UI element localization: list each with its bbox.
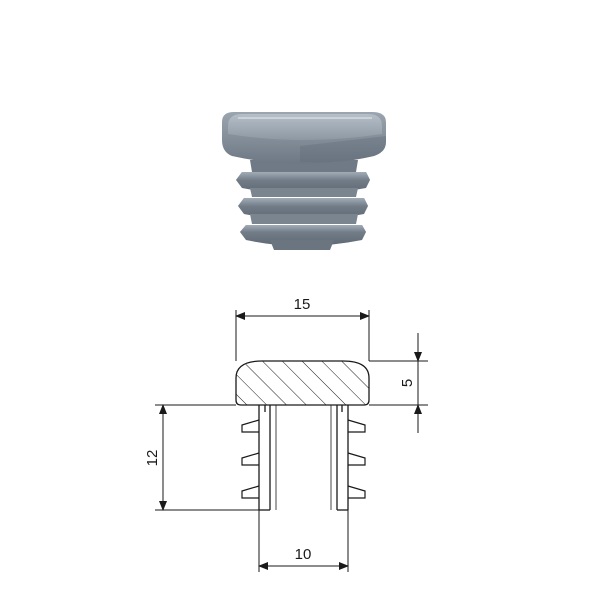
dimension-insert-width	[258, 510, 349, 572]
cap-height-label: 5	[399, 379, 416, 387]
left-fins	[241, 419, 260, 499]
insert-length-label: 12	[144, 450, 161, 467]
insert-body-section	[258, 405, 349, 511]
right-fins	[347, 419, 366, 499]
dimension-cap-width	[235, 310, 370, 361]
insert-fin-bottom	[240, 225, 366, 250]
end-cap-product-image	[222, 112, 386, 250]
cap-head	[222, 112, 386, 164]
cap-head-section	[235, 360, 370, 406]
insert-width-label: 10	[295, 546, 312, 563]
cap-width-label: 15	[294, 296, 311, 313]
cross-section-drawing	[155, 310, 428, 572]
dimension-insert-length	[155, 404, 259, 511]
insert-fin-top	[236, 172, 370, 197]
dimension-cap-height	[369, 333, 428, 433]
insert-fin-middle	[238, 198, 368, 224]
